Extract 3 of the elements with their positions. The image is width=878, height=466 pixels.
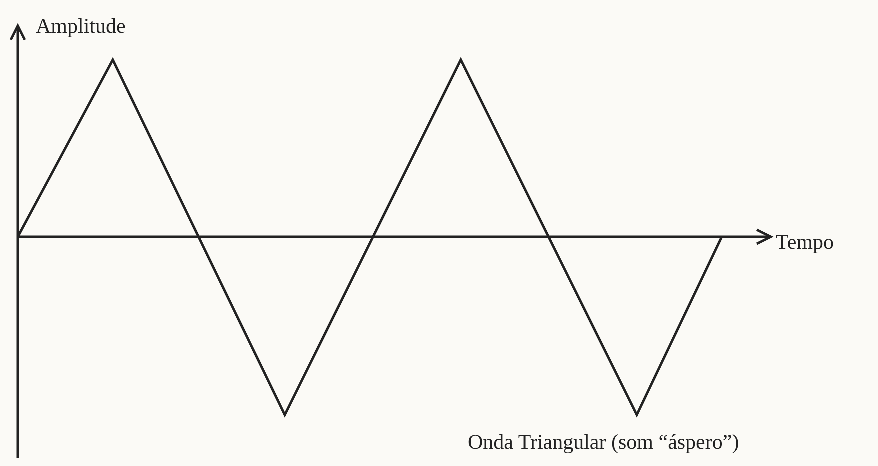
caption: Onda Triangular (som “áspero”) (468, 432, 740, 453)
axis-label: Tempo (776, 232, 834, 253)
axis-label: Amplitude (36, 16, 126, 37)
